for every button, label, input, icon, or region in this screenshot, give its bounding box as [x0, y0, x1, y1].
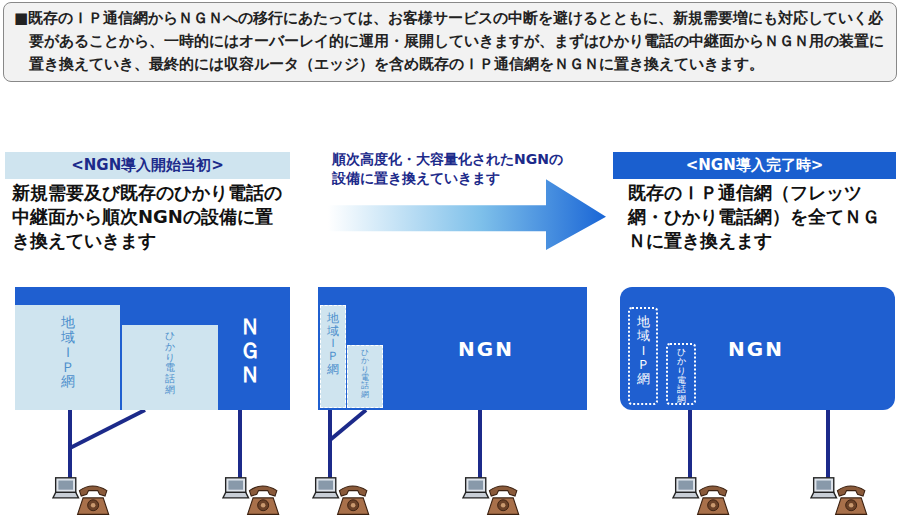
node-text: ひかり電話網	[677, 348, 686, 403]
migration-arrow: 順次高度化・大容量化されたNGNの設備に置き換えていきます	[326, 148, 608, 252]
node-text: 地域ＩＰ網	[327, 312, 339, 407]
node-text: ひかり電話網	[165, 331, 175, 410]
hikari-phone-network: ひかり電話網	[666, 343, 696, 405]
ngn-network: NGN 地域ＩＰ網 ひかり電話網	[318, 287, 587, 410]
node-text: <NGN導入開始当初>	[71, 156, 224, 175]
node-text: NGN	[458, 337, 514, 361]
ngn-network: ＮＧＮ 地域ＩＰ網 ひかり電話網	[15, 287, 290, 410]
stage-header: <NGN導入開始当初>	[5, 152, 290, 179]
stage-description: 新規需要及び既存のひかり電話の中継面から順次NGNの設備に置き換えていきます	[12, 181, 290, 253]
node-text: ひかり電話網	[361, 349, 369, 407]
hikari-phone-network: ひかり電話網	[347, 345, 383, 408]
node-text: <NGN導入完了時>	[686, 156, 824, 175]
stage-description: 既存のＩＰ通信網（フレッツ網・ひかり電話網）を全てＮＧＮに置き換えます	[628, 181, 896, 253]
node-text: ■既存のＩＰ通信網からＮＧＮへの移行にあたっては、お客様サービスの中断を避けると…	[14, 7, 886, 76]
stage-header: <NGN導入完了時>	[613, 152, 896, 179]
node-text: 地域ＩＰ網	[637, 315, 650, 403]
node-text: 順次高度化・大容量化されたNGNの設備に置き換えていきます	[326, 148, 572, 188]
ngn-network: NGN 地域ＩＰ網 ひかり電話網	[620, 287, 895, 410]
terminals	[53, 478, 867, 515]
node-text: NGN	[728, 337, 784, 361]
note-box: ■既存のＩＰ通信網からＮＧＮへの移行にあたっては、お客様サービスの中断を避けると…	[3, 2, 897, 82]
regional-ip-network: 地域ＩＰ網	[320, 305, 346, 408]
regional-ip-network: 地域ＩＰ網	[15, 305, 120, 410]
node-text: 地域ＩＰ網	[61, 315, 75, 410]
regional-ip-network: 地域ＩＰ網	[628, 307, 658, 405]
hikari-phone-network: ひかり電話網	[122, 325, 218, 410]
node-text: ＮＧＮ	[239, 315, 261, 388]
access-lines	[70, 410, 828, 482]
